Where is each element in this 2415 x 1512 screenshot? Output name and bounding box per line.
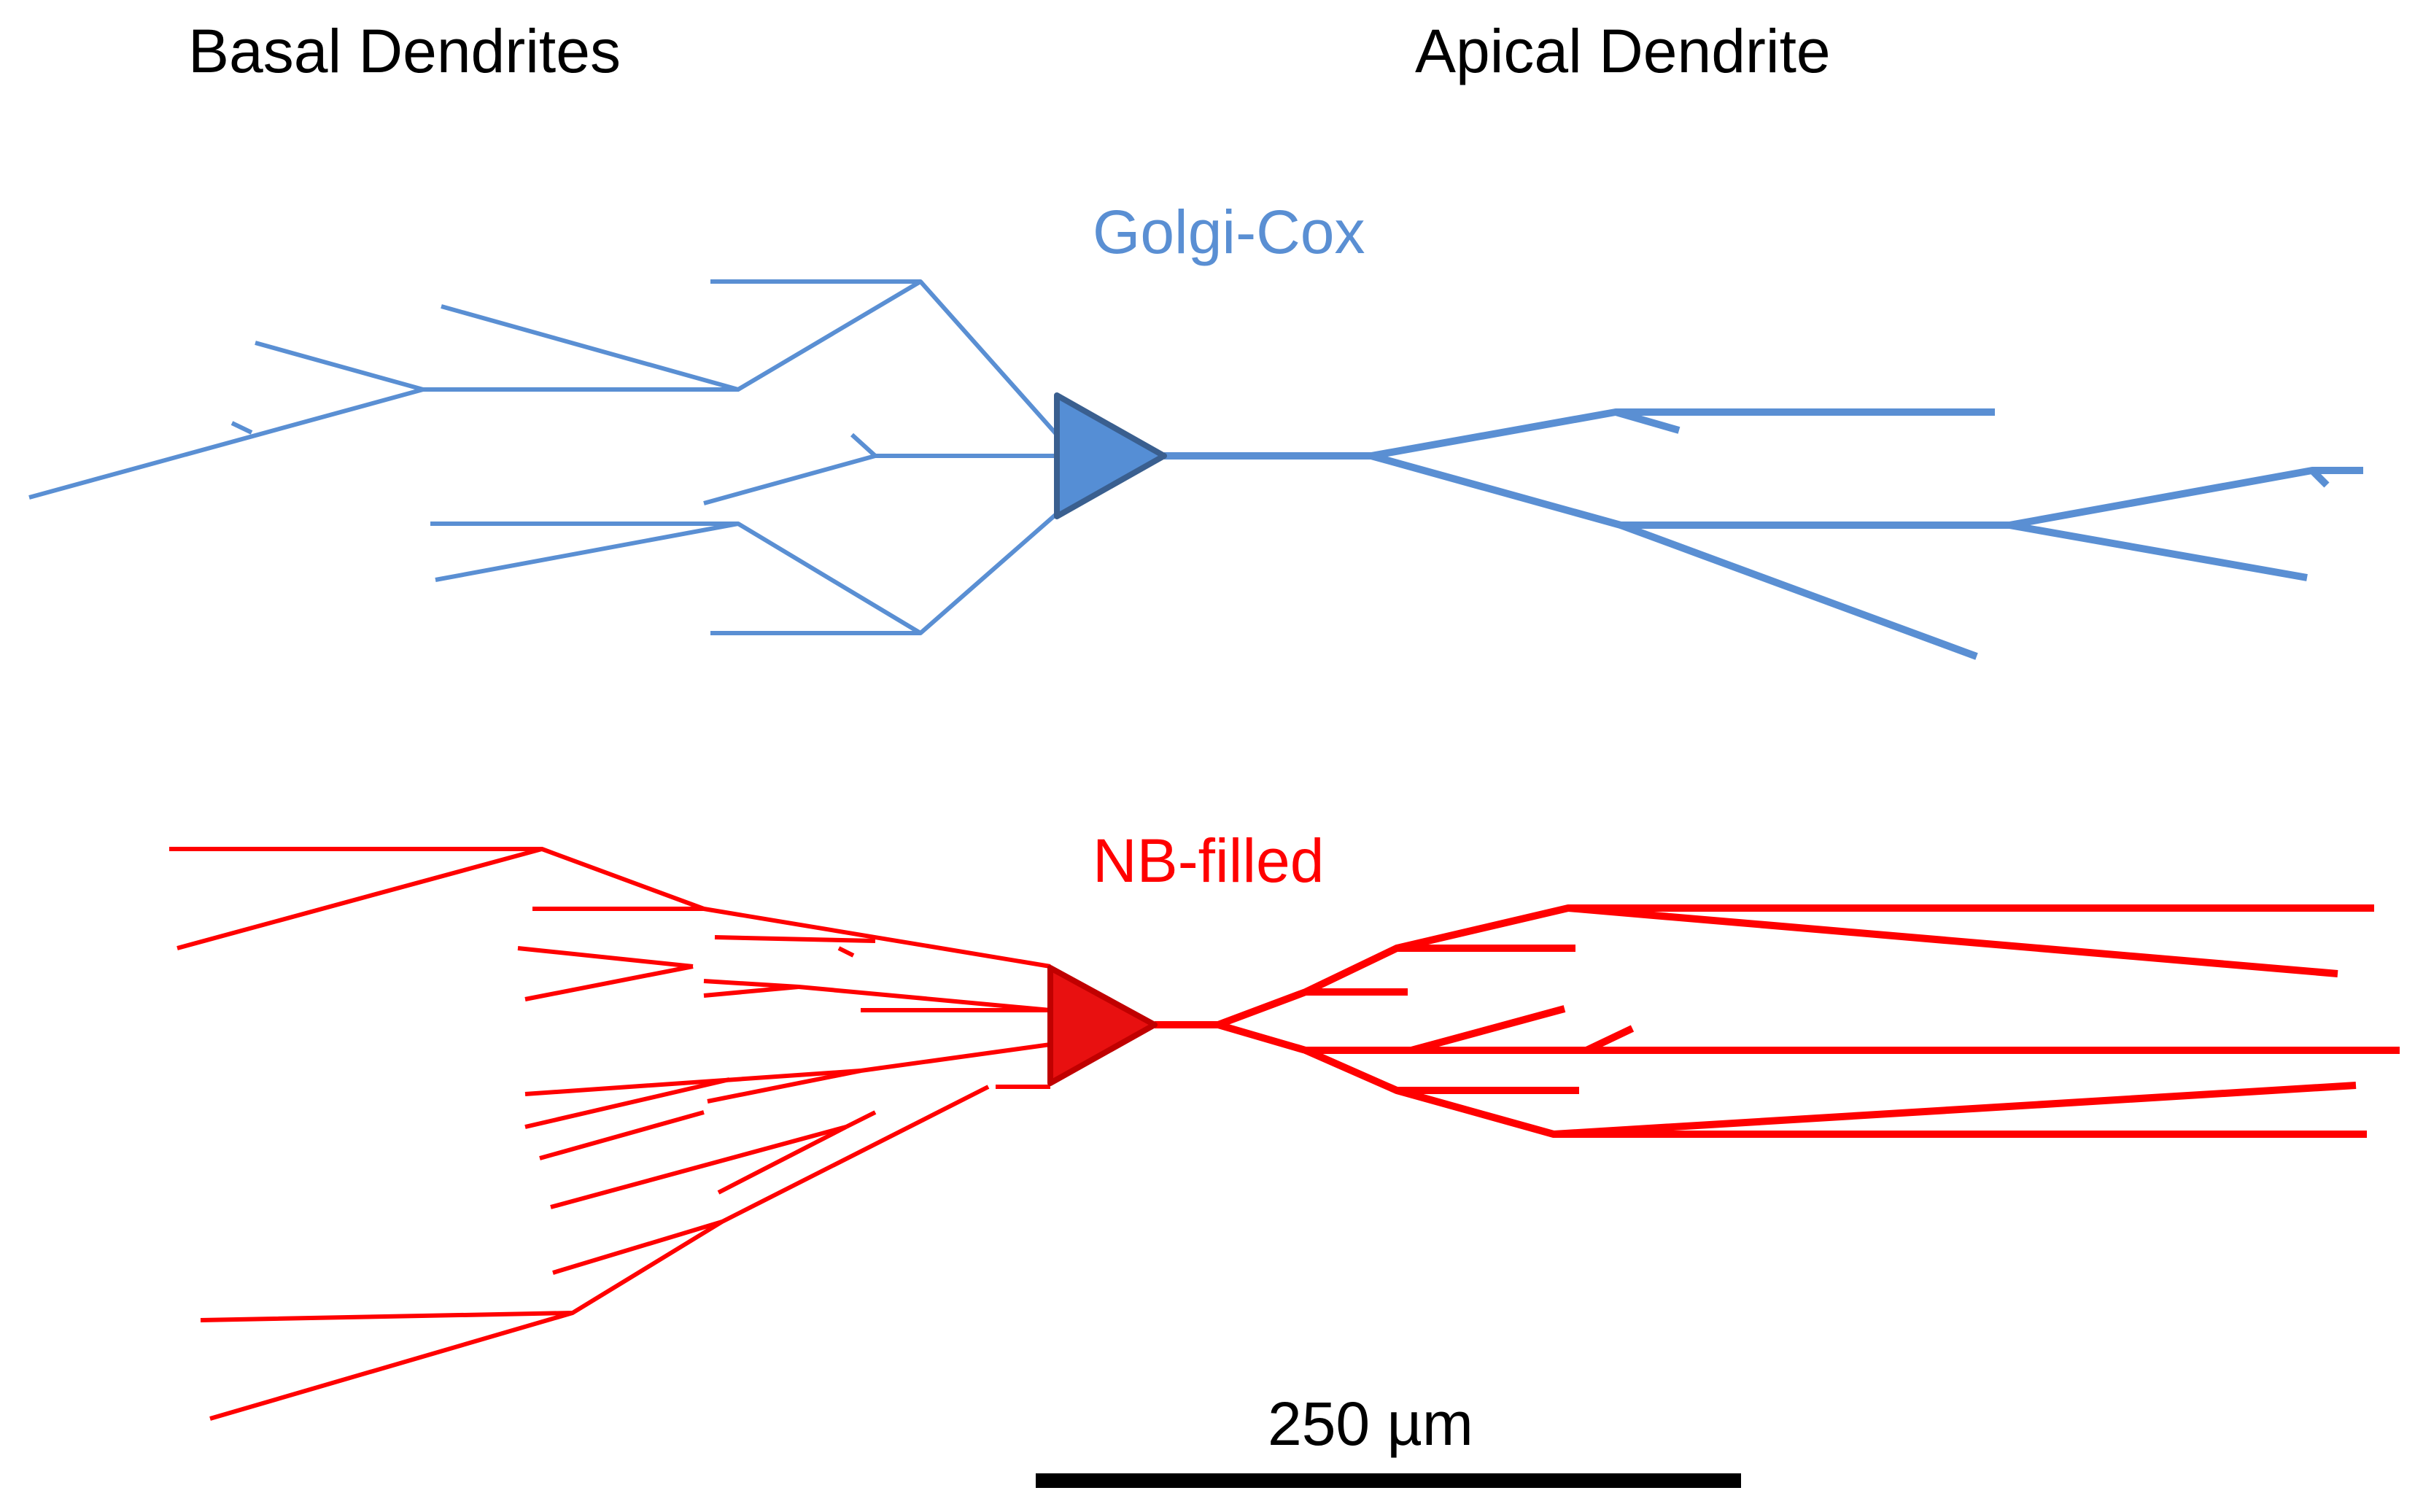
golgi-basal-branch bbox=[435, 522, 739, 582]
golgi-basal-branch bbox=[28, 387, 424, 500]
golgi-apical-branch bbox=[1619, 522, 1978, 660]
nb-apical-branch bbox=[1584, 1025, 1635, 1054]
nb-basal-branch bbox=[539, 1110, 705, 1160]
apical-dendrite-header: Apical Dendrite bbox=[1415, 17, 1831, 85]
golgi-basal-dendrites bbox=[28, 279, 1058, 635]
nb-apical-branch bbox=[1303, 1047, 2367, 1138]
nb-basal-branch bbox=[177, 847, 543, 950]
golgi-cox-label: Golgi-Cox bbox=[1093, 198, 1365, 266]
nb-basal-branch bbox=[169, 847, 1051, 969]
golgi-apical-dendrite bbox=[1164, 408, 2363, 660]
nb-apical-branch bbox=[1567, 904, 2338, 977]
nb-basal-branch bbox=[209, 1311, 573, 1421]
golgi-apical-branch bbox=[2009, 522, 2308, 581]
nb-basal-branch bbox=[524, 964, 694, 1001]
nb-basal-branch bbox=[552, 1220, 723, 1275]
nb-basal-dendrites bbox=[169, 847, 1051, 1421]
golgi-apical-branch bbox=[1371, 408, 1995, 460]
golgi-apical-branch bbox=[1370, 452, 2009, 529]
golgi-basal-branch bbox=[850, 433, 877, 458]
nb-basal-branch bbox=[717, 1125, 848, 1195]
golgi-basal-branch bbox=[703, 454, 876, 505]
basal-dendrites-header: Basal Dendrites bbox=[188, 17, 621, 85]
golgi-basal-branch bbox=[255, 341, 424, 392]
golgi-apical-branch bbox=[2009, 467, 2363, 529]
nb-apical-branch bbox=[1217, 1021, 2400, 1054]
golgi-apical-branch bbox=[1614, 408, 1681, 434]
golgi-basal-branch bbox=[441, 304, 739, 392]
golgi-basal-branch bbox=[710, 512, 1058, 635]
nb-basal-branch bbox=[550, 1125, 847, 1209]
nb-basal-branch bbox=[703, 979, 1051, 1012]
nb-apical-branch bbox=[1553, 1082, 2357, 1138]
golgi-basal-branch bbox=[423, 279, 922, 392]
nb-soma bbox=[1047, 965, 1158, 1086]
nb-apical-dendrite bbox=[1155, 904, 2400, 1138]
golgi-soma bbox=[1054, 392, 1167, 519]
golgi-cox-neuron bbox=[28, 279, 2363, 660]
nb-basal-branch bbox=[703, 985, 799, 998]
nb-basal-branch bbox=[837, 946, 855, 958]
nb-filled-label: NB-filled bbox=[1093, 826, 1325, 895]
nb-basal-branch bbox=[714, 935, 876, 943]
nb-basal-branch bbox=[707, 1069, 861, 1104]
nb-basal-branch bbox=[517, 946, 694, 969]
golgi-basal-branch bbox=[230, 421, 253, 435]
golgi-apical-branch bbox=[2309, 468, 2330, 488]
scale-bar-label: 250 µm bbox=[1268, 1389, 1473, 1458]
nb-apical-branch bbox=[1410, 1005, 1566, 1054]
nb-basal-branch bbox=[845, 1110, 877, 1129]
nb-filled-neuron bbox=[169, 847, 2400, 1421]
nb-basal-branch bbox=[524, 1077, 730, 1129]
nb-basal-branch bbox=[200, 1085, 990, 1322]
golgi-basal-branch bbox=[430, 522, 922, 635]
